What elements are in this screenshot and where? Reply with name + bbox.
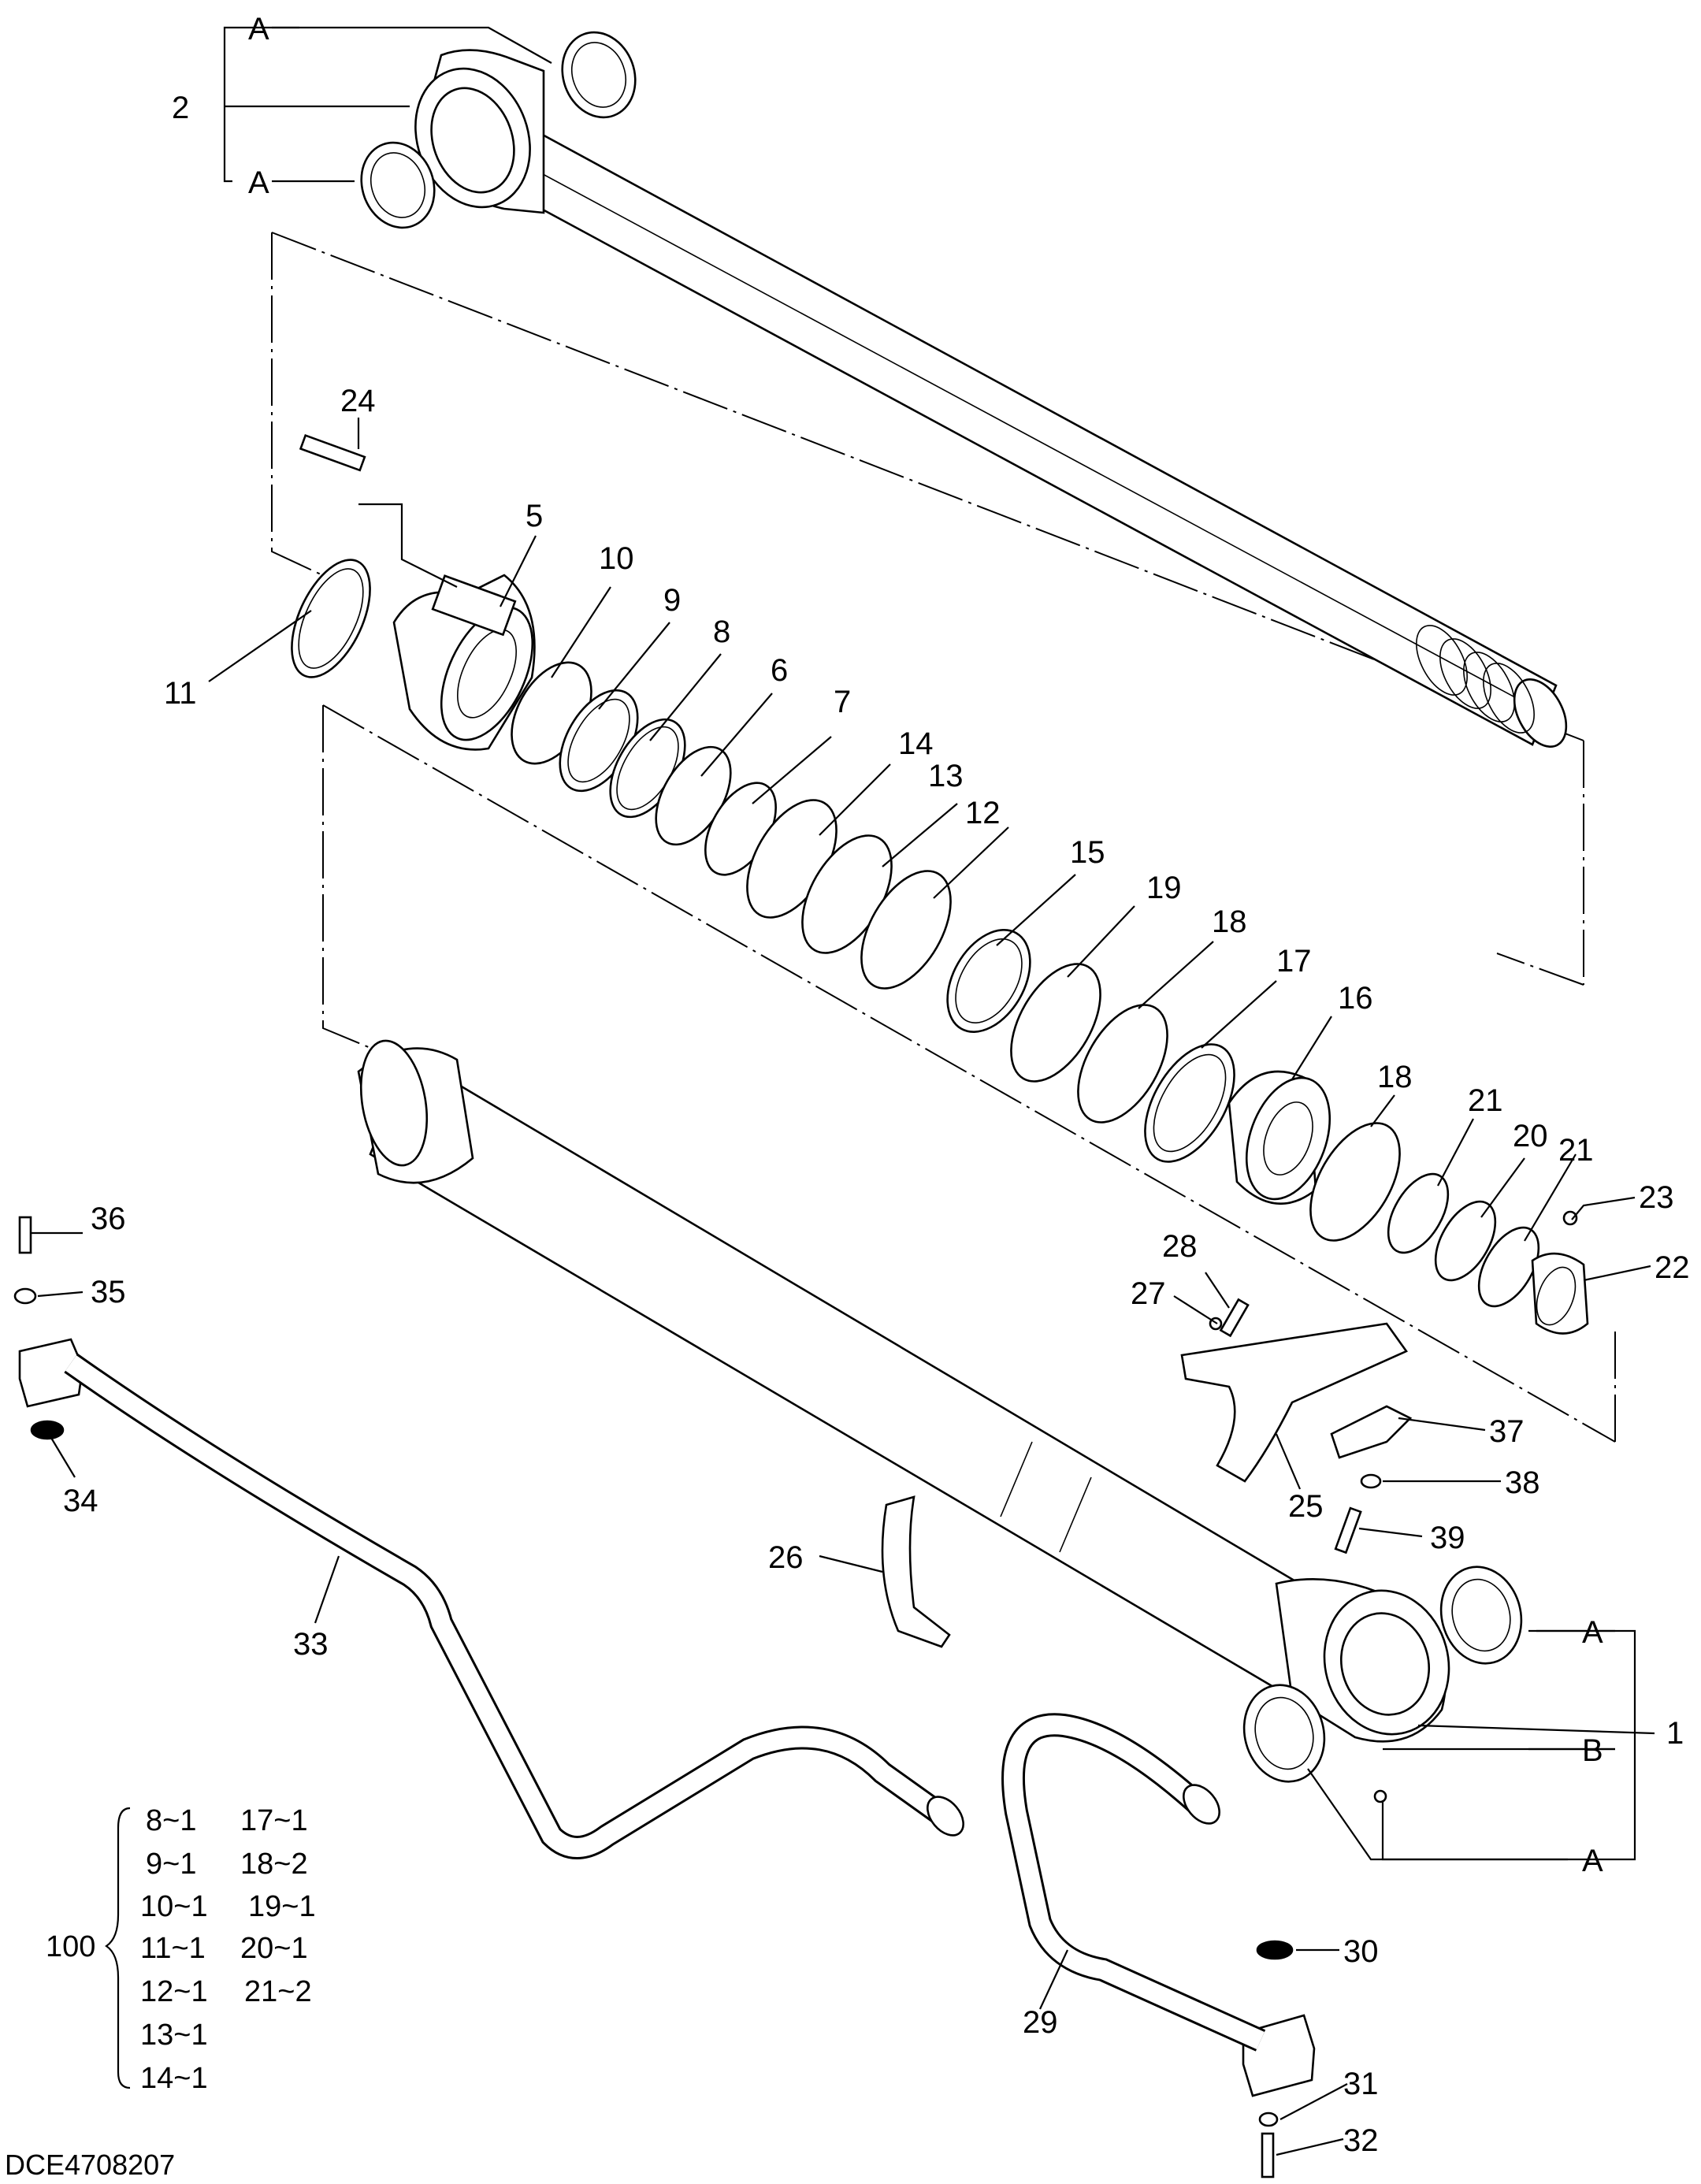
brackets-and-fasteners <box>13 1216 1413 2178</box>
piston-rod <box>360 31 1568 748</box>
label-11: 11 <box>164 676 197 711</box>
label-31: 31 <box>1343 2067 1379 2101</box>
label-17: 17 <box>1276 944 1312 979</box>
label-18b: 18 <box>1377 1060 1413 1094</box>
kit-col2-item: 20~1 <box>240 1932 308 1965</box>
label-13: 13 <box>928 759 964 793</box>
label-9: 9 <box>663 583 681 618</box>
label-37: 37 <box>1489 1414 1525 1449</box>
leader-lines <box>32 26 1655 2156</box>
label-29: 29 <box>1023 2005 1058 2040</box>
seal-kit-table: 100 8~1 9~1 10~1 11~1 12~1 13~1 14~1 17~… <box>46 1804 316 2095</box>
label-21b: 21 <box>1558 1133 1594 1168</box>
label-5: 5 <box>526 499 543 533</box>
kit-col2-item: 17~1 <box>240 1804 308 1837</box>
label-1: 1 <box>1666 1716 1684 1751</box>
label-26: 26 <box>768 1540 804 1575</box>
drawing-code: DCE4708207 <box>5 2149 175 2181</box>
kit-col1-item: 10~1 <box>140 1890 208 1923</box>
kit-col1-item: 13~1 <box>140 2019 208 2052</box>
label-23: 23 <box>1639 1180 1674 1215</box>
label-24: 24 <box>340 384 376 418</box>
label-35: 35 <box>91 1275 126 1309</box>
kit-col1-item: 12~1 <box>140 1975 208 2008</box>
kit-label: 100 <box>46 1930 95 1963</box>
label-15: 15 <box>1070 835 1105 870</box>
label-14: 14 <box>898 726 934 761</box>
reference-A-right-top: A <box>1582 1615 1603 1650</box>
label-6: 6 <box>771 653 788 688</box>
kit-col2-item: 19~1 <box>248 1890 316 1923</box>
reference-B: B <box>1582 1733 1603 1768</box>
label-18a: 18 <box>1212 904 1247 939</box>
kit-col2-item: 18~2 <box>240 1848 308 1881</box>
kit-col1-item: 11~1 <box>140 1932 206 1965</box>
label-20: 20 <box>1513 1119 1548 1153</box>
reference-A-top: A <box>248 12 269 46</box>
seal-and-ring-components <box>291 433 1589 1335</box>
label-38: 38 <box>1505 1465 1540 1500</box>
label-21a: 21 <box>1468 1083 1503 1118</box>
label-25: 25 <box>1288 1489 1324 1524</box>
hydraulic-pipes <box>64 1353 1266 2052</box>
label-22: 22 <box>1655 1250 1690 1285</box>
label-12: 12 <box>965 796 1001 830</box>
label-32: 32 <box>1343 2123 1379 2158</box>
kit-col1-item: 14~1 <box>140 2062 208 2095</box>
assembly-guide-lines <box>271 232 1616 1443</box>
reference-A-right-bottom: A <box>1582 1844 1603 1878</box>
reference-A-left: A <box>248 165 269 200</box>
label-19: 19 <box>1146 871 1182 905</box>
kit-col1-item: 8~1 <box>146 1804 196 1837</box>
label-2: 2 <box>172 91 189 125</box>
label-8: 8 <box>713 615 730 649</box>
label-28: 28 <box>1162 1229 1198 1264</box>
label-27: 27 <box>1131 1276 1166 1311</box>
label-39: 39 <box>1430 1521 1465 1555</box>
label-34: 34 <box>63 1484 98 1518</box>
kit-col1-item: 9~1 <box>146 1848 196 1881</box>
label-16: 16 <box>1338 981 1373 1016</box>
label-10: 10 <box>599 541 634 576</box>
label-33: 33 <box>293 1627 329 1662</box>
cylinder-tube <box>357 1039 1523 1783</box>
kit-col2-item: 21~2 <box>244 1975 312 2008</box>
label-7: 7 <box>834 685 851 719</box>
part-labels: 1 2 5 6 7 8 9 10 11 12 13 14 15 16 17 18… <box>63 12 1690 2158</box>
label-30: 30 <box>1343 1934 1379 1969</box>
label-36: 36 <box>91 1202 126 1236</box>
